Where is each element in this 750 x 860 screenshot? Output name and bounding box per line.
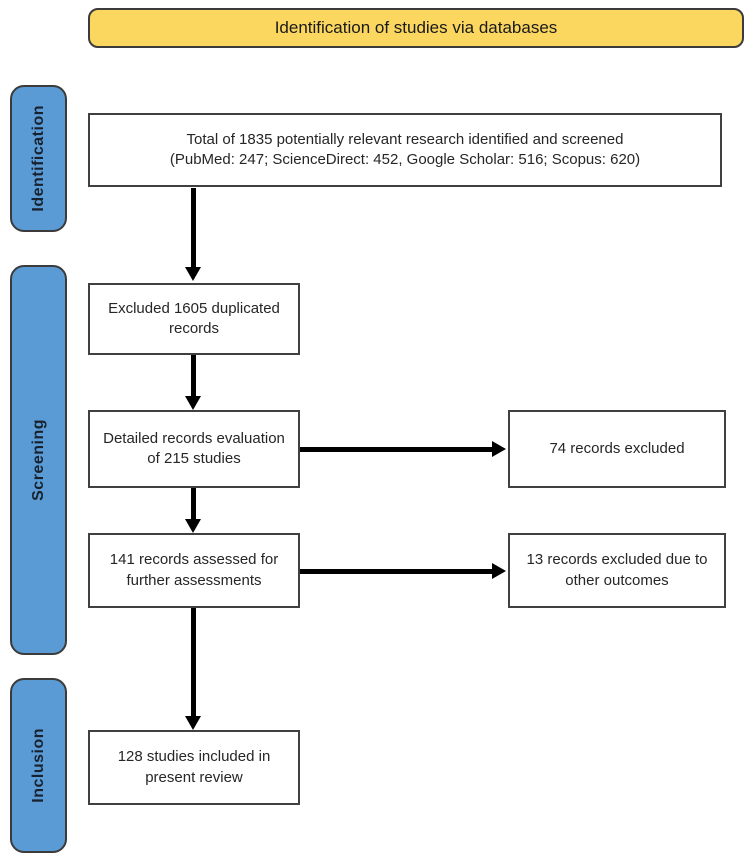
box-records-identified-line1: Total of 1835 potentially relevant resea…: [186, 130, 624, 148]
arrow-head-down-icon: [185, 519, 201, 533]
box-excluded-other-outcomes: 13 records excluded due to other outcome…: [508, 533, 726, 608]
title-banner: Identification of studies via databases: [88, 8, 744, 48]
box-detailed-evaluation: Detailed records evaluation of 215 studi…: [88, 410, 300, 488]
stage-label-inclusion: Inclusion: [29, 728, 47, 803]
arrow-stem: [300, 446, 492, 452]
box-records-excluded: 74 records excluded: [508, 410, 726, 488]
arrow-stem: [190, 188, 196, 267]
box-further-assessment: 141 records assessed for further assessm…: [88, 533, 300, 608]
arrow-stem: [300, 568, 492, 574]
arrow-head-right-icon: [492, 441, 506, 457]
arrow-evaluation-to-assessment: [185, 488, 201, 533]
stage-label-identification: Identification: [29, 105, 47, 212]
arrow-assessment-to-included: [185, 608, 201, 730]
box-duplicates-excluded-text: Excluded 1605 duplicated records: [108, 299, 280, 337]
arrow-head-down-icon: [185, 396, 201, 410]
arrow-head-down-icon: [185, 267, 201, 281]
arrow-duplicates-to-evaluation: [185, 355, 201, 410]
stage-label-screening: Screening: [29, 419, 47, 501]
stage-bar-inclusion: Inclusion: [10, 678, 67, 853]
arrow-head-right-icon: [492, 563, 506, 579]
box-further-assessment-text: 141 records assessed for further assessm…: [109, 551, 279, 589]
box-records-excluded-text: 74 records excluded: [549, 439, 685, 457]
arrow-evaluation-to-excluded: [300, 441, 506, 457]
box-records-identified-line2: (PubMed: 247; ScienceDirect: 452, Google…: [169, 151, 641, 168]
stage-bar-identification: Identification: [10, 85, 67, 232]
arrow-stem: [190, 488, 196, 519]
box-excluded-other-outcomes-text: 13 records excluded due to other outcome…: [526, 551, 708, 589]
box-included-review: 128 studies included in present review: [88, 730, 300, 805]
arrow-stem: [190, 355, 196, 396]
arrow-identified-to-duplicates: [185, 188, 201, 281]
box-duplicates-excluded: Excluded 1605 duplicated records: [88, 283, 300, 355]
box-records-identified: Total of 1835 potentially relevant resea…: [88, 113, 722, 187]
arrow-stem: [190, 608, 196, 716]
arrow-assessment-to-excluded: [300, 563, 506, 579]
stage-bar-screening: Screening: [10, 265, 67, 655]
arrow-head-down-icon: [185, 716, 201, 730]
box-included-review-text: 128 studies included in present review: [117, 748, 271, 786]
title-banner-label: Identification of studies via databases: [274, 18, 558, 37]
box-detailed-evaluation-text: Detailed records evaluation of 215 studi…: [103, 429, 285, 467]
